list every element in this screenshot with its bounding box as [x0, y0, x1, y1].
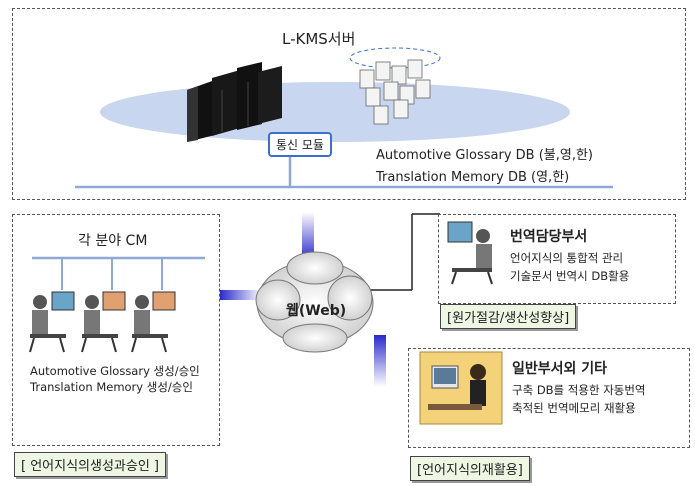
general-dept-line-2: 축적된 번역메모리 재활용 — [512, 401, 636, 415]
cloud-icon — [255, 251, 374, 353]
web-label: 웹(Web) — [286, 303, 347, 319]
worker-computer-icon — [131, 291, 176, 353]
document-stack-icon — [359, 59, 431, 125]
glossary-db-label: Automotive Glossary DB (불,영,한) — [376, 148, 594, 163]
connector-top — [302, 212, 314, 260]
document-halo-ellipse — [349, 47, 441, 69]
cm-title: 각 분야 CM — [78, 233, 148, 249]
connector-bottom — [374, 335, 386, 387]
office-worker-clipart-icon — [419, 351, 503, 425]
connector-left — [220, 290, 262, 300]
worker-computer-icon — [81, 291, 126, 353]
server-title: L-KMS서버 — [282, 30, 356, 48]
translation-dept-line-2: 기술문서 번역시 DB활용 — [510, 269, 630, 283]
general-dept-line-1: 구축 DB를 적용한 자동번역 — [512, 383, 646, 397]
worker-computer-icon — [29, 291, 75, 353]
general-dept-title: 일반부서외 기타 — [512, 361, 608, 377]
translation-dept-region — [438, 214, 676, 304]
server-rack-icon — [187, 62, 282, 142]
tm-db-label: Translation Memory DB (영,한) — [376, 170, 570, 185]
translation-dept-tag: [원가절감/생산성향상] — [440, 304, 577, 329]
cm-line-2: Translation Memory 생성/승인 — [30, 380, 193, 394]
comm-module-label: 통신 모듈 — [268, 132, 332, 157]
server-region — [12, 8, 686, 200]
cm-line-1: Automotive Glossary 생성/승인 — [30, 364, 200, 378]
cm-region — [12, 214, 220, 446]
translation-dept-title: 번역담당부서 — [510, 229, 588, 245]
general-dept-tag: [언어지식의재활용] — [410, 456, 530, 481]
general-dept-region — [408, 348, 690, 448]
cm-tag: [ 언어지식의생성과승인 ] — [14, 452, 167, 477]
translation-dept-line-1: 언어지식의 통합적 관리 — [510, 251, 624, 265]
worker-computer-icon — [447, 221, 493, 285]
